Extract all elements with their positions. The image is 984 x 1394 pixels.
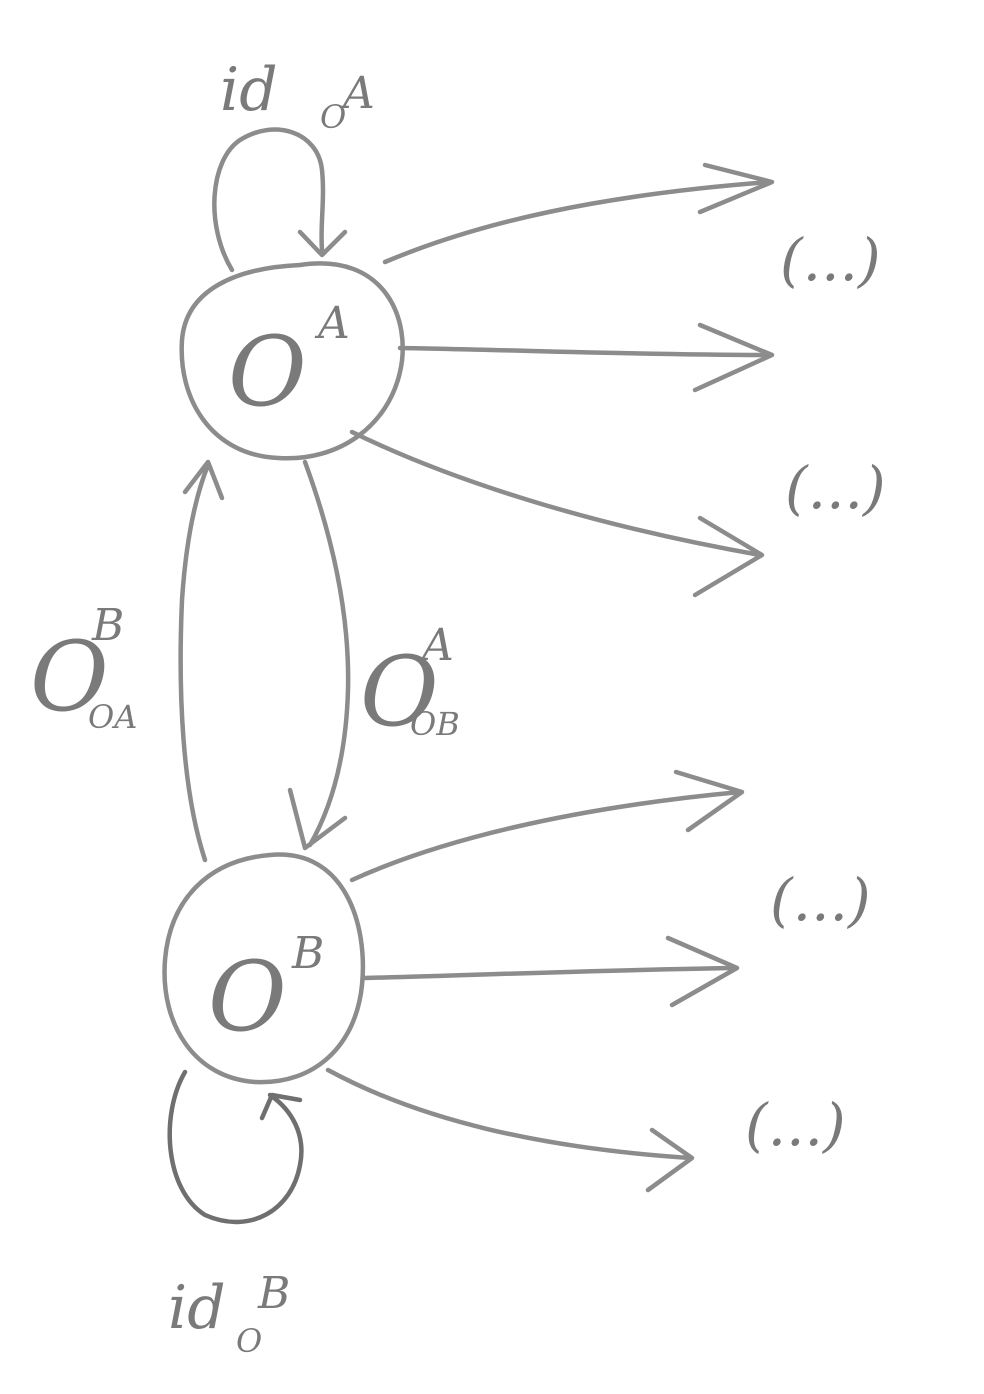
edge-ob-to-oa-arrowhead (182, 459, 225, 501)
ob-out-arrow-mid (362, 965, 738, 981)
edge-oa-to-ob-line (302, 459, 351, 848)
node-oa-circle (179, 261, 405, 461)
loop-oa-sub: O (320, 98, 346, 136)
node-oa-label: O (228, 316, 307, 428)
loop-ob-id: id (168, 1273, 226, 1343)
ob-out-arrow-bottom-head (645, 1127, 695, 1193)
edge-oa-to-ob-base: O (360, 636, 439, 748)
edge-ob-to-oa: O B OA (30, 459, 225, 863)
node-ob: O B (162, 852, 366, 1085)
edge-oa-to-ob: O A OB (287, 459, 460, 851)
edge-oa-to-ob-sub: OB (410, 705, 460, 743)
loop-oa-arrowhead (297, 229, 348, 258)
oa-out-arrow-bottom (349, 429, 763, 558)
loop-oa-id: id (220, 55, 278, 125)
oa-out-arrow-mid (397, 345, 773, 358)
edge-ob-to-oa-sub: OA (88, 698, 137, 736)
outgoing-arrows-ob (325, 769, 745, 1193)
loop-ob-sup: B (257, 1268, 290, 1319)
oa-out-arrow-top (382, 179, 773, 265)
node-ob-sup: B (291, 928, 324, 979)
loop-ob-curve (167, 1069, 304, 1225)
outgoing-arrows-oa (349, 162, 775, 598)
oa-out-arrow-bottom-head (692, 515, 765, 598)
edge-oa-to-ob-sup: A (418, 620, 454, 671)
loop-ob-arrowhead (259, 1092, 303, 1121)
ob-out-arrow-top (349, 789, 743, 883)
oa-out-arrow-mid-head (692, 322, 775, 393)
ellipsis-oa-bottom: (...) (785, 454, 886, 522)
edge-oa-to-ob-arrowhead (287, 787, 348, 851)
identity-loop-ob: id O B (167, 1069, 304, 1360)
loop-oa-curve (212, 127, 326, 273)
edge-ob-to-oa-line (178, 462, 211, 863)
node-oa: O A (179, 261, 405, 461)
loop-oa-sup: A (339, 68, 375, 119)
ellipsis-ob-bottom: (...) (745, 1091, 846, 1159)
ob-out-arrow-bottom (325, 1067, 693, 1161)
loop-ob-sub: O (236, 1322, 262, 1360)
ellipsis-oa-top: (...) (780, 226, 881, 294)
oa-out-arrow-top-head (697, 162, 775, 215)
edge-ob-to-oa-sup: B (91, 600, 124, 651)
ob-out-arrow-mid-head (665, 935, 740, 1008)
node-ob-circle (162, 852, 366, 1085)
edge-ob-to-oa-base: O (30, 621, 109, 733)
identity-loop-oa: id O A (212, 55, 375, 273)
ob-out-arrow-top-head (673, 769, 745, 833)
node-oa-sup: A (314, 298, 350, 349)
ellipsis-ob-top: (...) (770, 866, 871, 934)
node-ob-label: O (208, 941, 287, 1053)
